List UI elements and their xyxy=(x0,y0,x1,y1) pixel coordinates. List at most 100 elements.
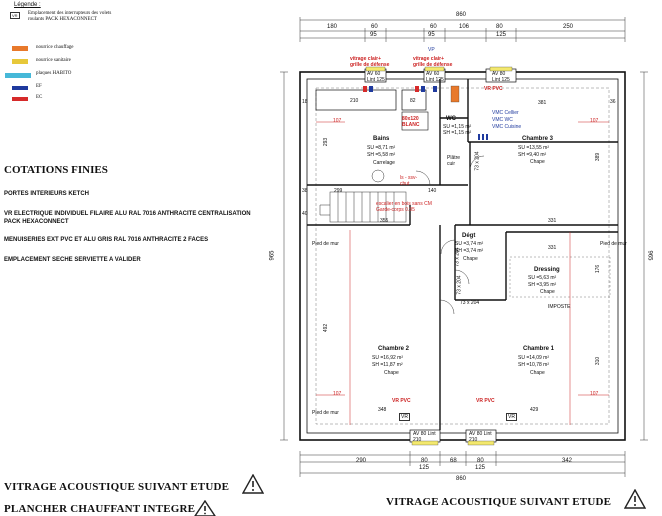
vr-switch-right: VR xyxy=(506,413,517,421)
dim-overall-bottom: 860 xyxy=(456,476,467,482)
dim-107-d: 107 xyxy=(590,391,599,397)
dim-top-250: 250 xyxy=(563,24,574,30)
window-tag-bottom-1: AV 80 Lint 210 xyxy=(413,431,436,443)
room-dressing-sh: SH =3,95 m² xyxy=(528,282,557,288)
legend-label-sanitaire: nourrice sanitaire xyxy=(36,58,71,63)
legend-swatch-habito xyxy=(5,73,31,78)
inner-wall-line xyxy=(306,78,619,434)
legend-vr-text: Emplacement des interrupteurs des volets… xyxy=(28,11,112,22)
room-chambre2-sh: SH =11,87 m² xyxy=(372,362,403,368)
dressing-outline xyxy=(509,256,611,298)
dim-40: 40 xyxy=(302,211,308,217)
dim-top-125: 125 xyxy=(496,32,507,38)
label-bath-210: 210 xyxy=(350,98,359,104)
room-chambre1-su: SU =14,09 m² xyxy=(518,355,549,361)
warning-plancher: PLANCHER CHAUFFANT INTEGRE xyxy=(4,503,196,515)
staircase xyxy=(319,191,407,223)
dim-top-95a: 95 xyxy=(370,32,377,38)
window-tag-2: AV 60 Lint 125 xyxy=(426,71,444,83)
room-wc-name: WC xyxy=(446,116,456,122)
dim-bot-80b: 80 xyxy=(477,458,484,464)
dim-36: 36 xyxy=(610,99,616,105)
dim-bot-125a: 125 xyxy=(419,465,430,471)
room-degt-sh: SH =3,74 m² xyxy=(455,248,484,254)
room-chambre1-floor: Chape xyxy=(530,370,545,376)
room-dressing-su: SU =5,63 m² xyxy=(528,275,557,281)
vasque xyxy=(401,111,429,131)
dim-top-106: 106 xyxy=(459,24,470,30)
dim-381: 381 xyxy=(538,100,547,106)
room-degt-name: Dégt xyxy=(462,233,476,239)
door-73-b: 73 x 204 xyxy=(454,247,461,267)
legend-swatch-ec xyxy=(12,97,28,101)
room-bains-su: SU =8,71 m² xyxy=(367,145,396,151)
label-vr-pvc-right: VR PVC xyxy=(476,398,495,404)
room-chambre1-name: Chambre 1 xyxy=(523,346,555,352)
label-vmc-wc: VMC WC xyxy=(492,117,513,123)
bottom-windows xyxy=(409,429,497,446)
bottom-dimension-lines xyxy=(299,451,626,477)
side-dimension-lines xyxy=(280,71,648,441)
note-vr-pvc-top: VR PVC xyxy=(484,86,503,92)
vr-switch-left: VR xyxy=(399,413,410,421)
dim-107-c: 107 xyxy=(333,391,342,397)
door-73-c: 73 x 204 xyxy=(456,275,463,295)
dim-top-60a: 60 xyxy=(371,24,378,30)
legend-label-ef: EF xyxy=(36,84,42,89)
dim-348: 348 xyxy=(378,407,387,413)
dim-bot-290: 290 xyxy=(356,458,367,464)
legend-swatch-sanitaire xyxy=(12,59,28,64)
warning-triangle-icon xyxy=(242,474,264,494)
dim-38: 38 xyxy=(302,188,308,194)
dim-bot-342: 342 xyxy=(562,458,573,464)
dim-top-60b: 60 xyxy=(430,24,437,30)
room-chambre2-su: SU =16,92 m² xyxy=(372,355,403,361)
outer-wall xyxy=(299,71,626,441)
door-swings xyxy=(371,155,485,315)
plaques-outline xyxy=(315,87,610,425)
legend-vr-symbol: VR xyxy=(10,12,20,19)
dim-355: 355 xyxy=(380,218,389,224)
dim-bot-80a: 80 xyxy=(421,458,428,464)
warning-triangle-icon xyxy=(624,489,646,509)
label-ls: ls - ssv- chut xyxy=(400,175,418,187)
label-vmc-cuisine: VMC Cuisine xyxy=(492,124,522,130)
note-vr: VR ELECTRIQUE INDIVIDUEL FILAIRE ALU RAL… xyxy=(4,211,251,225)
dim-331-a: 331 xyxy=(548,218,557,224)
note-portes: PORTES INTERIEURS KETCH xyxy=(4,191,90,197)
room-wc-su: SU =1,15 m² xyxy=(443,124,472,130)
room-chambre1-sh: SH =10,78 m² xyxy=(518,362,549,368)
room-chambre2-name: Chambre 2 xyxy=(378,346,410,352)
room-wc-sh: SH =1,15 m² xyxy=(443,130,472,136)
top-windows xyxy=(364,66,517,83)
dim-299: 299 xyxy=(334,188,343,194)
label-vr-pvc-left: VR PVC xyxy=(392,398,411,404)
room-dressing-name: Dressing xyxy=(534,267,560,273)
shower xyxy=(401,89,427,111)
legend-title: Légende : xyxy=(14,2,41,8)
room-dressing-floor: Chape xyxy=(540,289,555,295)
note-vp: VP xyxy=(428,47,435,53)
legend-label-habito: plaques HABITO xyxy=(36,71,72,76)
red-dimension-lines xyxy=(316,121,609,425)
note-seche-serviette: EMPLACEMENT SECHE SERVIETTE A VALIDER xyxy=(4,257,141,263)
room-bains-floor: Carrelage xyxy=(373,160,395,166)
dim-bot-68: 68 xyxy=(450,458,457,464)
warning-triangle-icon xyxy=(194,500,216,516)
dim-107-b: 107 xyxy=(590,118,599,124)
label-platre: Plâtre cuir xyxy=(447,155,461,167)
dim-overall-side-right: 965 xyxy=(646,250,653,261)
label-imposte: IMPOSTE xyxy=(548,304,571,310)
interior-walls xyxy=(307,79,618,430)
window-tag-bottom-2: AV 80 Lint 210 xyxy=(469,431,492,443)
door-73-d: 73 x 204 xyxy=(460,300,480,306)
legend-label-chauffage: nourrice chauffage xyxy=(36,45,74,50)
door-73-a: 73 x 204 xyxy=(474,151,481,171)
dim-bot-125b: 125 xyxy=(475,465,486,471)
notes-title: COTATIONS FINIES xyxy=(4,164,108,176)
room-degt-floor: Chape xyxy=(463,256,478,262)
dim-top-95b: 95 xyxy=(428,32,435,38)
dim-176: 176 xyxy=(595,264,602,274)
dim-18: 18 xyxy=(302,99,308,105)
